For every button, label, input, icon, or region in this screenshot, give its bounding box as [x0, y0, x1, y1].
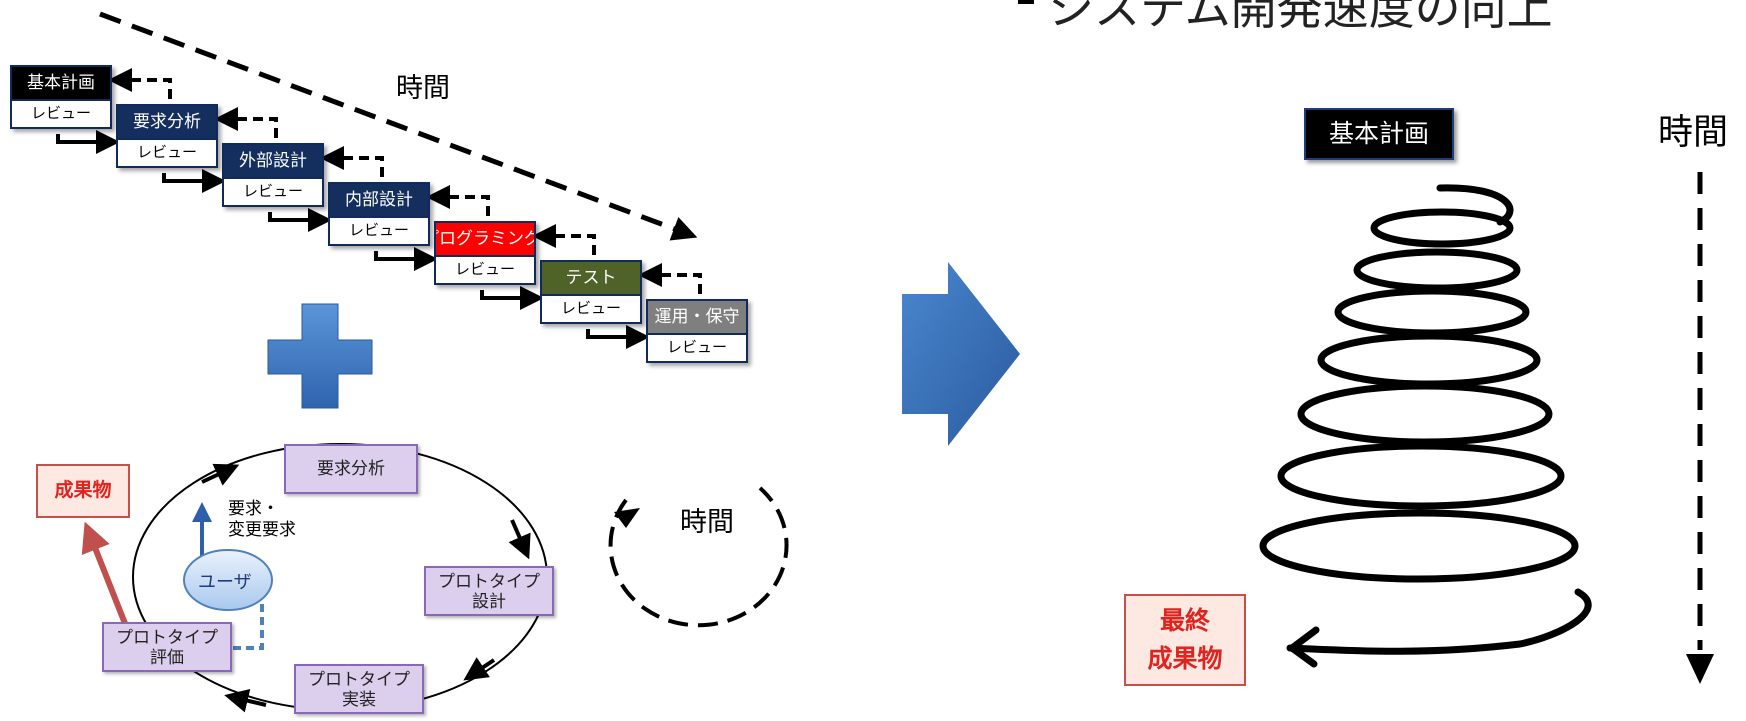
node-label-line2: 設計: [472, 592, 506, 612]
node-label-line1: プロトタイプ: [116, 628, 218, 648]
result-arrow: [81, 521, 129, 628]
waterfall-time-arrow: [99, 11, 698, 241]
step-label: テスト: [542, 262, 640, 294]
final-result-line2: 成果物: [1147, 644, 1223, 673]
waterfall-step-external-design: 外部設計 レビュー: [222, 143, 324, 207]
waterfall-forward-arrows: [56, 130, 650, 349]
waterfall-step-basic-plan: 基本計画 レビュー: [10, 65, 112, 129]
step-review: レビュー: [224, 177, 322, 205]
spiral-end-arrowhead: [1288, 626, 1320, 668]
node-label-line1: プロトタイプ: [438, 572, 540, 592]
node-label-line2: 実装: [342, 690, 376, 710]
cycle-node-implementation: プロトタイプ 実装: [294, 664, 424, 714]
spiral-plan-label: 基本計画: [1304, 108, 1454, 160]
spiral-time-arrowhead: [1686, 654, 1714, 684]
request-note-line1: 要求・: [228, 499, 279, 519]
final-result-line1: 最終: [1159, 606, 1210, 635]
waterfall-step-operation: 運用・保守 レビュー: [646, 299, 748, 363]
step-label: 外部設計: [224, 145, 322, 177]
step-label: 要求分析: [118, 106, 216, 138]
cycle-node-evaluation: プロトタイプ 評価: [102, 622, 232, 672]
cycle-time-label: 時間: [680, 507, 734, 538]
step-label: プログラミング: [436, 223, 534, 255]
spiral-coil: [1259, 184, 1592, 655]
page-title: システム開発速度の向上: [1048, 0, 1553, 35]
waterfall-step-requirements: 要求分析 レビュー: [116, 104, 218, 168]
node-label: 要求分析: [317, 459, 385, 479]
waterfall-step-programming: プログラミング レビュー: [434, 221, 536, 285]
final-result-box: 最終 成果物: [1124, 594, 1246, 686]
spiral-time-label: 時間: [1658, 113, 1729, 153]
cycle-time-arrow: [608, 486, 789, 628]
waterfall-step-test: テスト レビュー: [540, 260, 642, 324]
step-label: 運用・保守: [648, 301, 746, 333]
step-review: レビュー: [648, 333, 746, 361]
step-label: 内部設計: [330, 184, 428, 216]
transform-arrow-icon: [902, 262, 1020, 446]
step-review: レビュー: [12, 99, 110, 127]
cycle-node-design: プロトタイプ 設計: [424, 566, 554, 616]
cycle-node-requirements: 要求分析: [284, 444, 418, 494]
node-label-line1: プロトタイプ: [308, 670, 410, 690]
waterfall-time-label: 時間: [396, 73, 450, 104]
step-label: 基本計画: [12, 67, 110, 99]
node-label-line2: 評価: [150, 648, 184, 668]
step-review: レビュー: [542, 294, 640, 322]
cycle-direction-arrows: [201, 463, 531, 713]
cycle-result-box: 成果物: [36, 464, 130, 518]
plus-icon: [267, 303, 373, 409]
user-eval-link: [232, 604, 264, 650]
request-note-line2: 変更要求: [228, 520, 296, 540]
step-review: レビュー: [118, 138, 216, 166]
cycle-time-arrowhead: [614, 508, 640, 528]
user-label: ユーザ: [198, 572, 252, 593]
waterfall-step-internal-design: 内部設計 レビュー: [328, 182, 430, 246]
user-ellipse: [183, 549, 273, 611]
title-bullet: [1018, 0, 1034, 4]
step-review: レビュー: [436, 255, 534, 283]
step-review: レビュー: [330, 216, 428, 244]
waterfall-feedback-arrows: [108, 68, 702, 294]
